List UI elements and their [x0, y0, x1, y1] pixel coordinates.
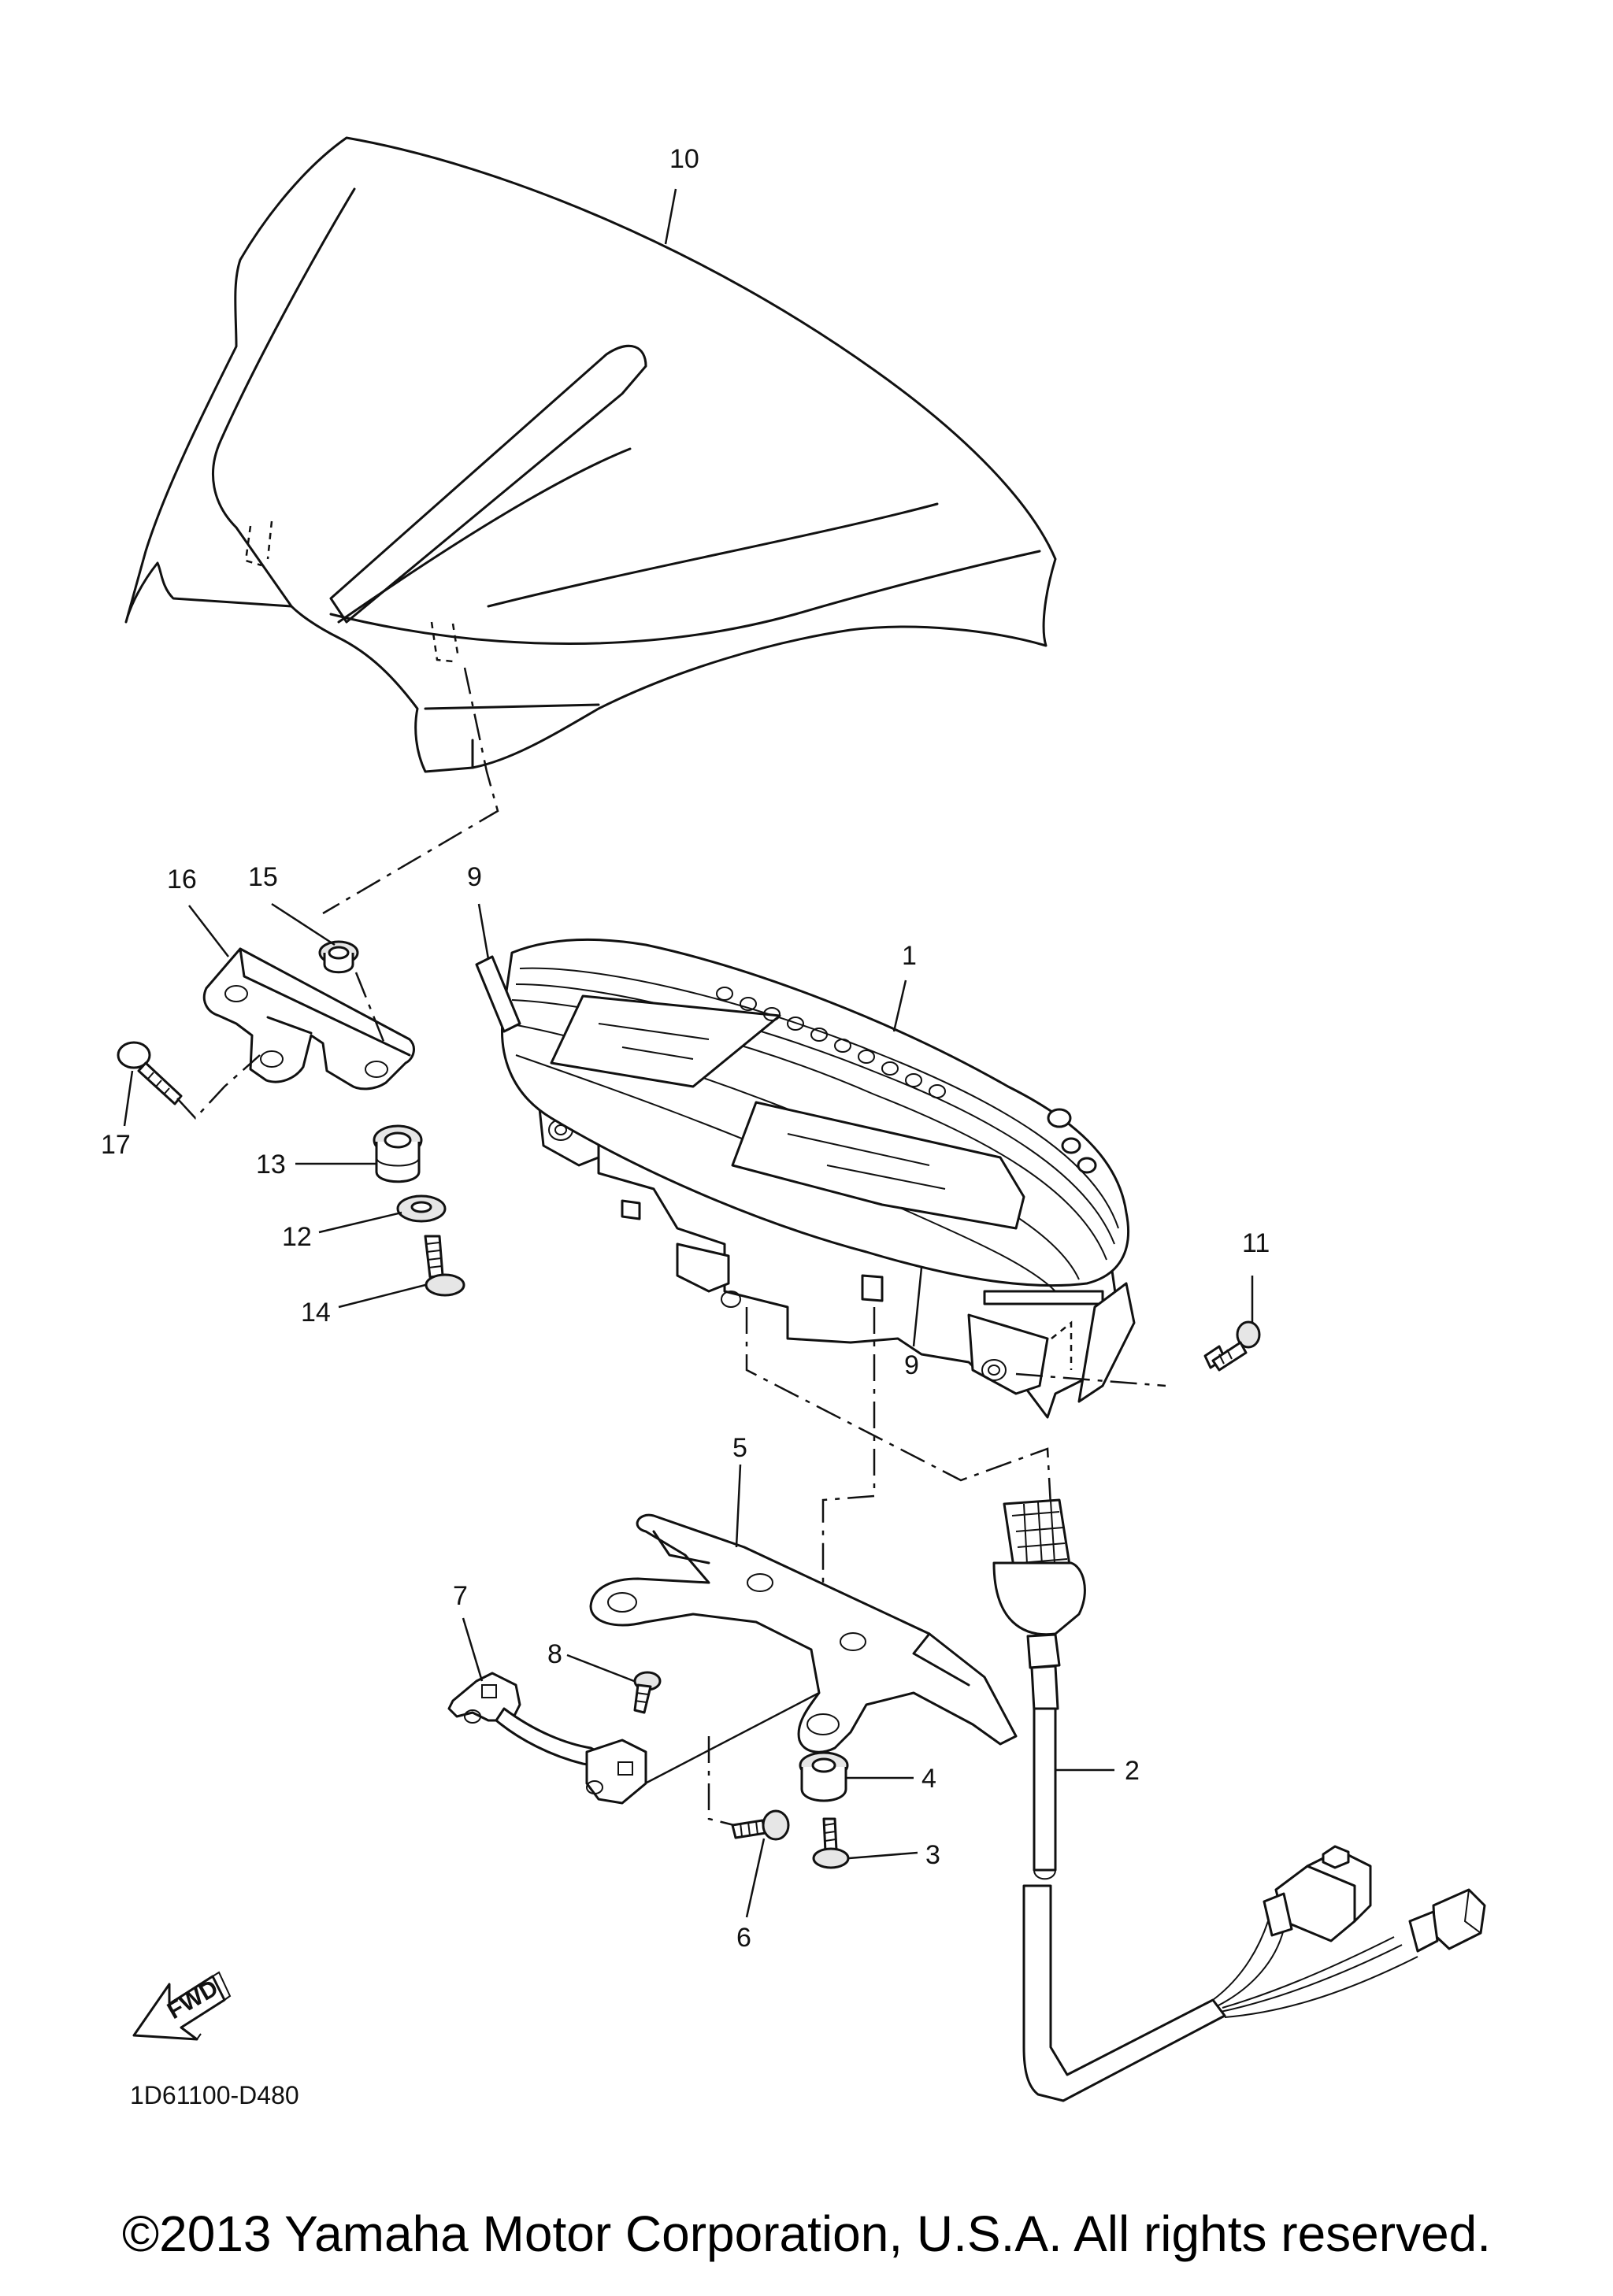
clamp-7: [447, 1672, 647, 1805]
visor-cover: [124, 136, 1057, 773]
callout-9a: 9: [467, 862, 482, 892]
damper-13: [373, 1124, 423, 1183]
catalog-code: 1D61100-D480: [130, 2081, 299, 2109]
callout-11: 11: [1242, 1228, 1270, 1258]
callout-12: 12: [282, 1222, 312, 1252]
meter-assembly: [475, 938, 1136, 1419]
callout-17: 17: [101, 1130, 131, 1160]
callout-13: 13: [256, 1150, 286, 1179]
callout-4: 4: [921, 1764, 936, 1794]
callout-14: 14: [301, 1298, 331, 1328]
screw-3: [812, 1817, 850, 1869]
guide-bolt17: [176, 1054, 261, 1120]
callout-15: 15: [248, 862, 278, 892]
callout-16: 16: [167, 865, 197, 894]
guide-grommet-to-bolt: [354, 972, 387, 1048]
callout-7: 7: [453, 1581, 468, 1611]
callout-10: 10: [669, 144, 699, 174]
callout-3: 3: [925, 1840, 940, 1870]
washer-12: [396, 1194, 447, 1223]
guide-visor-to-grommet: [322, 667, 499, 915]
screw-14: [424, 1235, 465, 1297]
grommet-4: [799, 1751, 849, 1802]
bolt-6: [731, 1809, 790, 1841]
line-bracket5-to-clamp: [629, 1691, 820, 1793]
bracket-16: [202, 947, 415, 1091]
bolt-17: [117, 1041, 183, 1105]
callout-9b: 9: [904, 1350, 919, 1380]
callout-6: 6: [736, 1923, 751, 1953]
callout-leaders: [123, 188, 1254, 1918]
grommet-15: [318, 940, 359, 974]
guide-meter-to-bolt11: [1015, 1372, 1166, 1387]
screw-8: [633, 1671, 662, 1714]
callout-1: 1: [902, 941, 917, 971]
screw-11: [1203, 1320, 1261, 1372]
guide-bracket5-to-bolt6: [707, 1736, 741, 1828]
bracket-5: [589, 1513, 1018, 1753]
callout-2: 2: [1125, 1756, 1140, 1786]
copyright-notice: ©2013 Yamaha Motor Corporation, U.S.A. A…: [121, 2205, 1492, 2262]
wire-harness: [992, 1498, 1486, 2102]
guide-meter-to-connector: [745, 1307, 1053, 1520]
fwd-arrow-icon: FWD: [132, 1971, 232, 2041]
callout-5: 5: [732, 1433, 747, 1463]
callout-8: 8: [547, 1639, 562, 1669]
